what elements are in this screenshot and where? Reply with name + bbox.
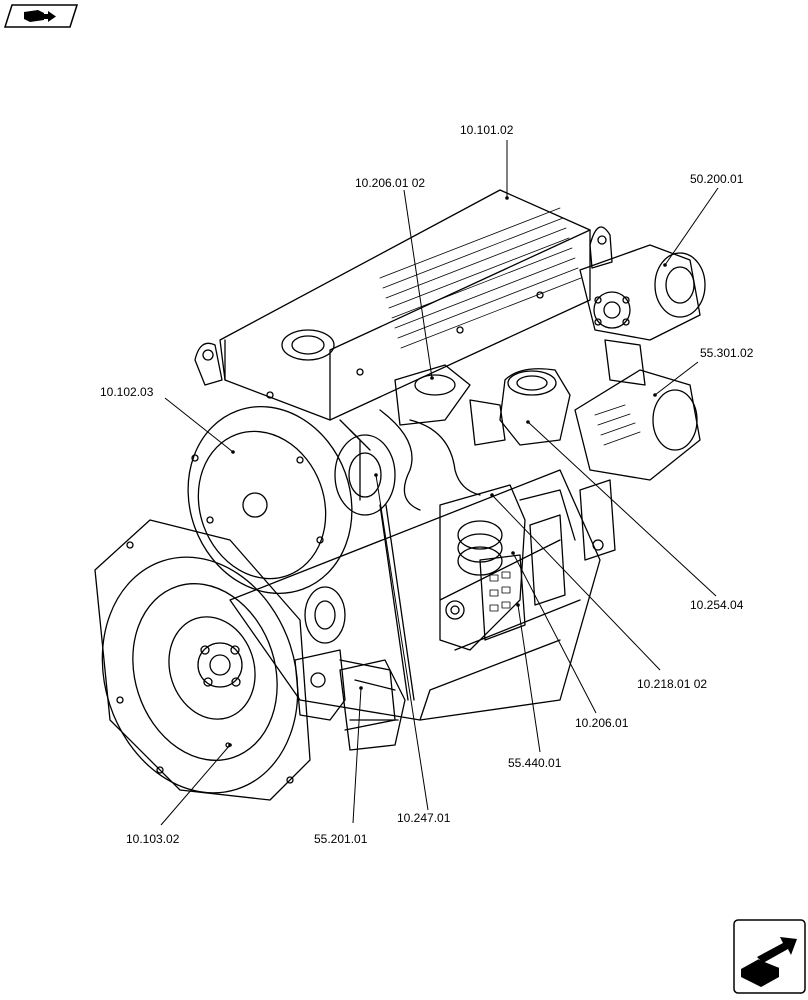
- water-pump: [304, 434, 396, 644]
- fuel-pump-ecu: [439, 484, 576, 651]
- callout-label: 10.247.01: [397, 811, 451, 825]
- engine-mount: [294, 649, 396, 731]
- callout-label: 10.218.01 02: [637, 677, 708, 691]
- callout-label: 10.102.03: [100, 385, 154, 399]
- air-compressor: [579, 244, 706, 386]
- leader-lines: [160, 140, 719, 826]
- leader-dots: [228, 196, 667, 747]
- engine-block: [229, 469, 601, 721]
- callout-label: 55.440.01: [508, 756, 562, 770]
- dipstick-tube: [379, 504, 415, 701]
- callout-label: 50.200.01: [690, 172, 744, 186]
- flywheel-housing: [94, 519, 311, 801]
- callout-label: 55.301.02: [700, 346, 754, 360]
- alternator: [574, 369, 701, 561]
- callout-label: 10.103.02: [126, 832, 180, 846]
- book-arrow-icon[interactable]: [3, 4, 79, 28]
- callout-label: 10.206.01 02: [355, 176, 426, 190]
- callout-label: 10.254.04: [690, 598, 744, 612]
- turbo-elbow: [469, 368, 571, 446]
- starter-motor: [339, 659, 406, 751]
- callout-label: 55.201.01: [314, 832, 368, 846]
- next-page-arrow-icon[interactable]: [733, 919, 806, 994]
- callout-label: 10.206.01: [575, 716, 629, 730]
- timing-cover: [187, 405, 353, 595]
- rocker-cover: [194, 189, 613, 421]
- callout-label: 10.101.02: [460, 123, 514, 137]
- fuel-filter: [339, 364, 481, 511]
